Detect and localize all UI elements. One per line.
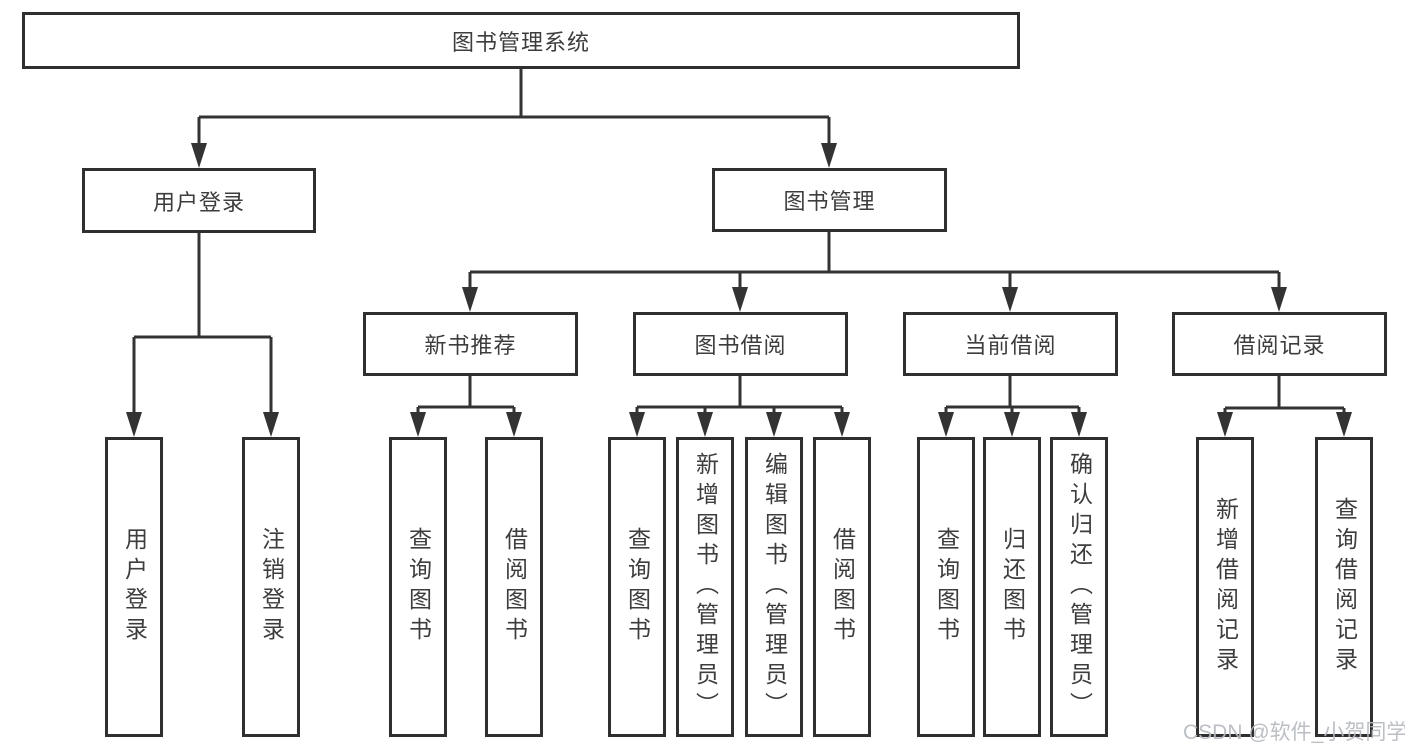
edge-current-borrow-split [944, 376, 1081, 418]
csdn-watermark: CSDN @软件_小贺同学 [1183, 721, 1405, 744]
node-label: 查询图书 [933, 527, 960, 647]
node-label: 注销登录 [258, 527, 285, 647]
node-leaf-return-books: 归还图书 [983, 437, 1041, 737]
node-leaf-add-borrow-record: 新增借阅记录 [1196, 437, 1254, 737]
node-label: 确认归还（管理员） [1066, 452, 1093, 722]
node-leaf-query-borrow-record: 查询借阅记录 [1315, 437, 1373, 737]
node-label: 用户登录 [152, 189, 245, 215]
edge-user-login-split [132, 233, 273, 418]
node-label: 图书管理 [783, 189, 876, 214]
edge-borrow-records-split [1223, 376, 1346, 418]
node-leaf-borrow-books-recommend: 借阅图书 [485, 437, 543, 737]
node-new-book-recommend: 新书推荐 [363, 312, 578, 376]
node-label: 编辑图书（管理员） [761, 452, 788, 722]
node-leaf-user-login: 用户登录 [105, 437, 163, 737]
node-label: 借阅记录 [1233, 333, 1326, 358]
node-leaf-query-books-current: 查询图书 [917, 437, 975, 737]
node-label: 借阅图书 [501, 527, 528, 647]
node-label: 图书管理系统 [451, 29, 590, 55]
node-user-login: 用户登录 [82, 168, 316, 233]
node-current-borrow: 当前借阅 [903, 312, 1118, 376]
node-label: 用户登录 [121, 527, 148, 647]
node-book-borrow: 图书借阅 [633, 312, 848, 376]
node-label: 归还图书 [999, 527, 1026, 647]
node-label: 新书推荐 [424, 333, 517, 358]
node-book-management: 图书管理 [712, 168, 947, 232]
node-label: 新增借阅记录 [1212, 497, 1239, 677]
node-leaf-borrow-books: 借阅图书 [813, 437, 871, 737]
edge-root-split [197, 69, 831, 150]
edge-new-book-split [416, 376, 516, 418]
edge-book-management-split [468, 232, 1281, 294]
node-label: 查询图书 [405, 527, 432, 647]
node-leaf-query-books-borrow: 查询图书 [608, 437, 666, 737]
node-library-management-system: 图书管理系统 [22, 12, 1020, 69]
edge-book-borrow-split [635, 376, 844, 418]
node-label: 借阅图书 [829, 527, 856, 647]
node-label: 查询图书 [624, 527, 651, 647]
node-label: 图书借阅 [694, 333, 787, 358]
node-label: 查询借阅记录 [1331, 497, 1358, 677]
node-borrow-records: 借阅记录 [1172, 312, 1387, 376]
arrowheads [126, 143, 1352, 437]
node-leaf-edit-books-admin: 编辑图书（管理员） [745, 437, 803, 737]
node-label: 新增图书（管理员） [692, 452, 719, 722]
node-leaf-add-books-admin: 新增图书（管理员） [676, 437, 734, 737]
node-leaf-logout: 注销登录 [242, 437, 300, 737]
node-leaf-query-books-recommend: 查询图书 [389, 437, 447, 737]
node-leaf-confirm-return-admin: 确认归还（管理员） [1050, 437, 1108, 737]
node-label: 当前借阅 [964, 333, 1057, 358]
